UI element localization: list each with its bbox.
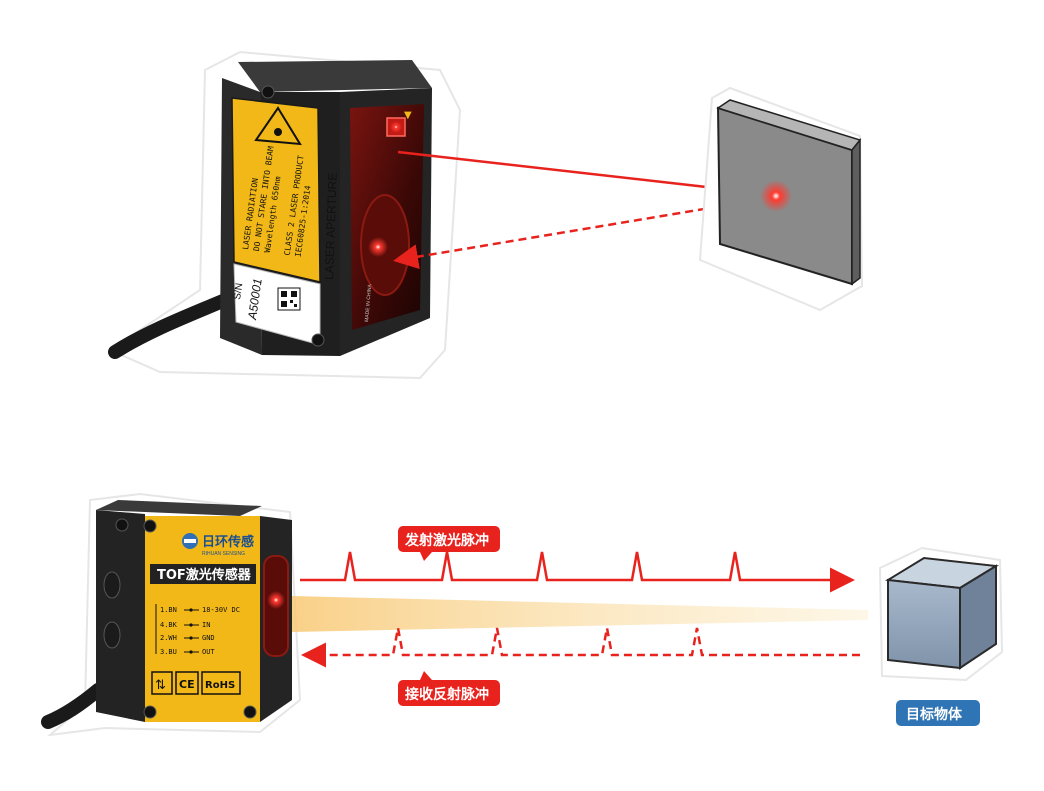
pin-desc: GND <box>202 634 215 642</box>
io-arrows-icon <box>151 671 173 695</box>
aperture-label: LASER APERTURE <box>322 173 340 281</box>
target-cube <box>878 546 1004 682</box>
bottom-tof-sensor: 日环传感 RIHUAN SENSING TOF激光传感器 1.BN 18-30V… <box>41 492 302 737</box>
brand-name: 日环传感 <box>202 534 254 550</box>
screw-hole-icon <box>143 705 157 719</box>
return-pulse-line <box>301 627 860 668</box>
emit-pulse-line <box>300 551 855 593</box>
sensor-cable <box>41 683 105 729</box>
brand-sub: RIHUAN SENSING <box>202 551 245 557</box>
emit-label: 发射激光脉冲 <box>404 532 489 549</box>
svg-text:⇅: ⇅ <box>155 678 166 693</box>
screw-hole-icon <box>115 518 129 532</box>
laser-spot <box>760 180 792 212</box>
pin-label: 4.BK <box>160 621 178 629</box>
sn-label: S/N <box>232 282 245 300</box>
screw-hole-icon <box>311 333 325 347</box>
wiring-diagram: 1.BN 18-30V DC 4.BK IN 2.WH GND 3.BU OUT <box>155 604 240 656</box>
screw-hole-icon <box>243 705 257 719</box>
pin-desc: OUT <box>202 648 215 656</box>
made-in-label: MADE IN CHINA <box>364 283 373 322</box>
top-target-plate <box>698 86 864 312</box>
return-beam-top <box>393 196 771 270</box>
svg-text:▼: ▼ <box>404 110 412 121</box>
pin-label: 1.BN <box>160 606 177 614</box>
screw-hole-icon <box>143 519 157 533</box>
ce-mark: CE <box>179 678 195 691</box>
rohs-mark: RoHS <box>205 680 235 691</box>
serial-number: A50001 <box>245 277 265 321</box>
target-label: 目标物体 <box>906 706 963 723</box>
screw-hole-icon <box>261 85 275 99</box>
sensor-cable <box>108 293 232 359</box>
beam-cone <box>292 596 868 632</box>
receive-label-badge: 接收反射脉冲 <box>398 671 500 706</box>
laser-warning-icon <box>254 106 302 146</box>
target-label-badge: 目标物体 <box>896 700 980 726</box>
receive-label: 接收反射脉冲 <box>405 686 489 703</box>
pin-label: 2.WH <box>160 634 177 642</box>
pin-desc: IN <box>202 621 210 629</box>
pin-label: 3.BU <box>160 648 177 656</box>
top-laser-sensor: LASER RADIATION DO NOT STARE INTO BEAM W… <box>107 50 462 380</box>
emit-label-badge: 发射激光脉冲 <box>398 526 500 561</box>
pin-desc: 18-30V DC <box>202 606 240 614</box>
model-name: TOF激光传感器 <box>157 567 252 583</box>
